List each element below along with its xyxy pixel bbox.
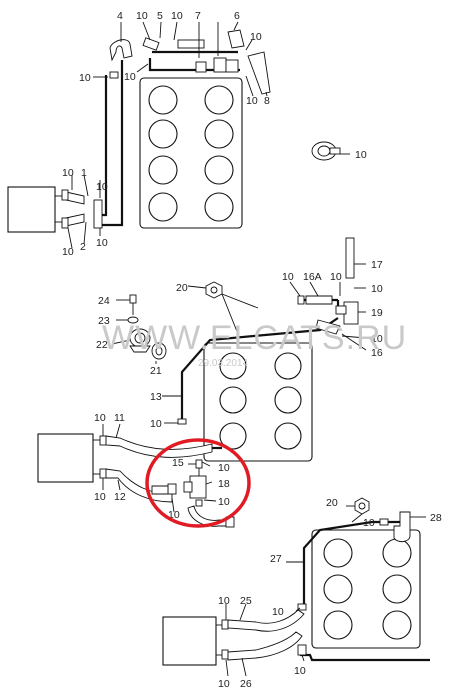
callout-5: 5 [157,10,163,22]
callout-7: 7 [195,10,201,22]
callout-12: 12 [114,491,126,503]
callout-19: 19 [371,307,383,319]
callout-11: 11 [114,412,125,424]
watermark: WWW.ELCATS.RU [102,319,407,357]
callout-17: 17 [371,259,383,271]
heater-core-middle [37,433,94,483]
engine-block-top [139,77,243,229]
bottom-assembly: 20 10 28 27 10 25 10 10 26 10 [162,497,442,690]
callout-10: 10 [218,595,230,607]
callout-13: 13 [150,391,162,403]
detail-assembly: 10 11 10 12 15 10 18 10 10 [37,412,251,528]
callout-10: 10 [272,606,284,618]
callout-20: 20 [176,282,188,294]
callout-4: 4 [117,10,123,22]
callout-10: 10 [363,517,375,529]
callout-16: 16 [371,347,383,359]
callout-10-cap: 10 [355,149,367,161]
callout-10: 10 [79,72,91,84]
callout-10: 10 [371,283,383,295]
callout-10: 10 [62,246,74,258]
callout-10: 10 [330,271,342,283]
callout-8: 8 [264,95,270,107]
callout-10: 10 [136,10,148,22]
callout-26: 26 [240,678,252,690]
callout-18: 18 [218,478,230,490]
callout-10: 10 [94,491,106,503]
callout-10: 10 [171,10,183,22]
callout-10: 10 [250,31,262,43]
callout-10: 10 [218,678,230,690]
callout-23: 23 [98,315,110,327]
callout-10: 10 [94,412,106,424]
callout-22: 22 [96,339,108,351]
callout-10: 10 [96,181,108,193]
heater-core-bottom [162,616,217,666]
watermark-date: 29.03.2014 [198,358,248,369]
callout-24: 24 [98,295,110,307]
callout-10: 10 [282,271,294,283]
top-assembly: 4 10 5 10 7 6 10 10 8 10 10 1 10 2 10 10… [7,10,367,258]
callout-28: 28 [430,512,442,524]
callout-6: 6 [234,10,240,22]
callout-25: 25 [240,595,252,607]
callout-10: 10 [371,333,383,345]
callout-10: 10 [246,95,258,107]
callout-15: 15 [172,457,184,469]
callout-16A: 16A [303,271,322,283]
callout-20: 20 [326,497,338,509]
callout-10: 10 [218,496,230,508]
callout-10: 10 [150,418,162,430]
heater-core-top [7,186,56,233]
filler-cap-part [311,141,350,161]
callout-10: 10 [62,167,74,179]
callout-27: 27 [270,553,282,565]
callout-2: 2 [80,241,86,253]
callout-1: 1 [81,167,87,179]
callout-10: 10 [96,237,108,249]
callout-10: 10 [218,462,230,474]
highlight-circle [145,438,251,528]
callout-21: 21 [150,365,162,377]
callout-10: 10 [294,665,306,677]
callout-10: 10 [168,509,180,521]
middle-assembly: 20 10 16A 10 17 10 24 23 22 21 19 10 16 … [96,237,383,462]
callout-10: 10 [124,71,136,83]
